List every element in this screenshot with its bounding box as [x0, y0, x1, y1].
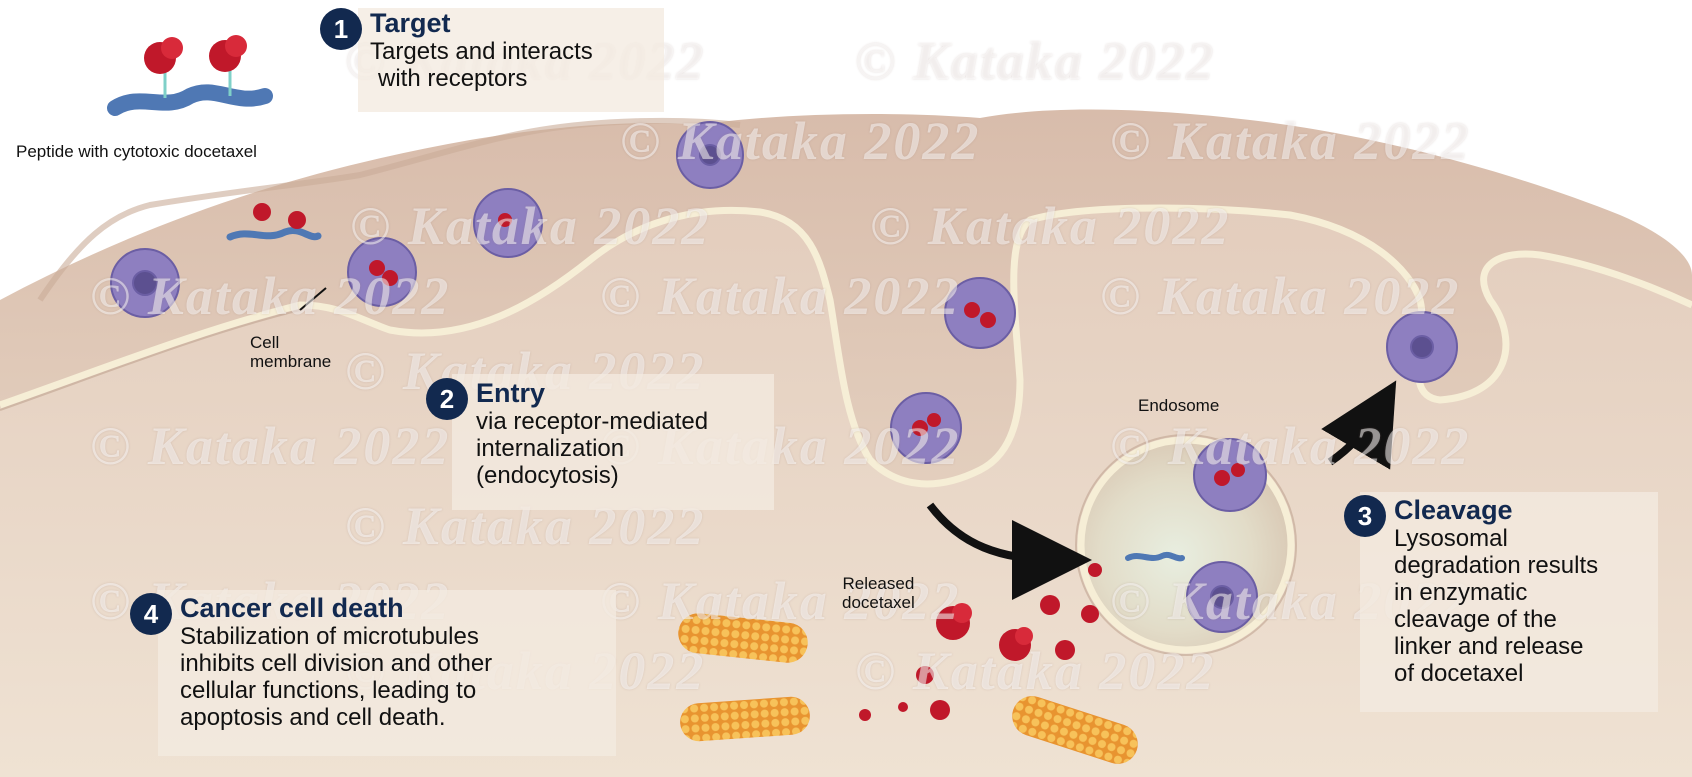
watermark: © Kataka 2022 — [870, 196, 1231, 256]
cell-membrane-label-line2: membrane — [250, 352, 332, 371]
released-label-line1: Released — [842, 574, 915, 593]
cell-membrane-label: Cell membrane — [250, 333, 331, 371]
watermark: © Kataka 2022 — [90, 266, 451, 326]
step-3-body-line6: of docetaxel — [1394, 660, 1524, 687]
cell-membrane — [0, 204, 1692, 488]
step-4-body-line4: apoptosis and cell death. — [180, 704, 446, 731]
watermark: © Kataka 2022 — [1110, 416, 1471, 476]
step-3-body-line1: Lysosomal — [1394, 525, 1508, 552]
released-label-line2: docetaxel — [842, 593, 915, 612]
step-4-body-line1: Stabilization of microtubules — [180, 623, 479, 650]
step-1-badge: 1 — [320, 8, 362, 50]
receptor-1 — [110, 248, 180, 318]
step-4-title: Cancer cell death — [180, 593, 404, 623]
step-3-body-line2: degradation results — [1394, 552, 1599, 579]
peptide-conjugate-small — [226, 203, 322, 241]
watermark: © Kataka 2022 — [600, 266, 961, 326]
step-2-body-line2: internalization — [476, 435, 625, 462]
receptor-7 — [1193, 438, 1267, 512]
step-3-body-line4: cleavage of the — [1394, 606, 1557, 633]
step-1-panel — [358, 8, 664, 112]
step-3-badge: 3 — [1344, 495, 1386, 537]
step-4-body-line2: inhibits cell division and other — [180, 650, 493, 677]
cell-membrane-label-line1: Cell — [250, 333, 280, 352]
step-1-body-line2: with receptors — [378, 65, 528, 92]
arrow-to-endosome — [926, 502, 1092, 600]
step-2-body-line3: (endocytosis) — [476, 462, 619, 489]
peptide-label: Peptide with cytotoxic docetaxel — [16, 142, 257, 161]
step-3-body-line5: linker and release — [1394, 633, 1584, 660]
receptor-complexes — [110, 121, 1458, 633]
microtubules — [678, 613, 1138, 764]
step-1-body-line1: Targets and interacts — [370, 38, 593, 65]
step-2-badge: 2 — [426, 378, 468, 420]
watermark: © Kataka 2022 — [620, 111, 981, 171]
step-2-body-line1: via receptor-mediated — [476, 408, 709, 435]
cell-ridge — [37, 117, 741, 302]
receptor-3 — [473, 188, 543, 258]
receptor-2 — [347, 237, 417, 307]
step-2-title: Entry — [476, 378, 546, 408]
step-1-target: 1 Target Targets and interacts with rece… — [320, 8, 593, 92]
watermark: © Kataka 2022 — [1100, 266, 1461, 326]
step-4-badge: 4 — [130, 593, 172, 635]
peptide-conjugate-legend — [107, 35, 273, 116]
step-4-cancer-cell-death: 4 Cancer cell death Stabilization of mic… — [130, 593, 492, 731]
watermark: © Kataka 2022 — [1110, 111, 1471, 171]
step-3-cleavage: 3 Cleavage Lysosomal degradation results… — [1344, 495, 1598, 687]
watermark: © Kataka 2022 — [90, 416, 451, 476]
receptor-8 — [1186, 561, 1258, 633]
membrane-pointer — [299, 287, 327, 311]
step-4-body-line3: cellular functions, leading to — [180, 677, 477, 704]
receptor-5 — [944, 277, 1016, 349]
watermark: © Kataka 2022 — [855, 31, 1216, 91]
receptor-4 — [676, 121, 744, 189]
watermark: © Kataka 2022 — [855, 641, 1216, 701]
step-3-panel — [1360, 492, 1658, 712]
watermark: © Kataka 2022 — [350, 196, 711, 256]
endosome-label: Endosome — [1138, 396, 1220, 415]
step-4-panel — [158, 590, 616, 756]
arrow-to-recycle — [1321, 380, 1397, 470]
step-3-title: Cleavage — [1394, 495, 1513, 525]
step-1-title: Target — [370, 8, 451, 38]
step-2-panel — [452, 374, 774, 510]
watermark: © Kataka 2022 — [600, 571, 961, 631]
step-2-entry: 2 Entry via receptor-mediated internaliz… — [426, 378, 708, 489]
step-3-body-line3: in enzymatic — [1394, 579, 1528, 606]
receptor-9 — [1386, 311, 1458, 383]
peptide-fragment-in-endosome — [1125, 551, 1185, 562]
released-docetaxel-label: Released docetaxel — [842, 574, 915, 612]
receptor-6 — [890, 392, 962, 464]
released-docetaxel-particles — [859, 563, 1102, 721]
